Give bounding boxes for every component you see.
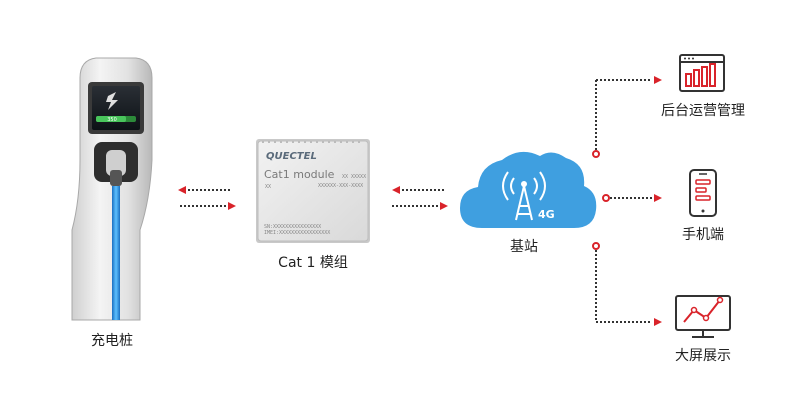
network-type: 4G [538, 208, 555, 221]
module-serial: SN:XXXXXXXXXXXXXXXX [264, 224, 321, 230]
mobile-phone-icon [689, 169, 717, 217]
connector-nodes [592, 150, 610, 250]
module-imei: IMEI:XXXXXXXXXXXXXXXXX [264, 230, 330, 236]
bar-chart-window-icon [679, 54, 725, 92]
station-label: 基站 [510, 239, 538, 255]
arrow-module-to-station [392, 202, 448, 210]
module-label: Cat 1 模组 [278, 255, 348, 271]
lightning-icon [106, 92, 118, 110]
charging-pile-icon [71, 57, 153, 321]
charging-cable [112, 186, 120, 320]
module-brand: QUECTEL [266, 151, 317, 162]
module-title: Cat1 module [264, 168, 335, 181]
charger-screen [92, 86, 140, 130]
arrow-charger-to-module [180, 202, 236, 210]
charger-screen-value: 350 [107, 117, 117, 123]
arrow-station-to-module [392, 186, 446, 194]
module-code-left: XX [265, 184, 271, 190]
arrow-module-to-charger [178, 186, 232, 194]
backend-label: 后台运营管理 [661, 103, 745, 119]
branch-connectors [595, 79, 652, 323]
module-code-right: XX XXXXX [342, 174, 366, 180]
connector-arrowheads [654, 76, 662, 326]
charger-label: 充电桩 [91, 333, 133, 349]
mobile-label: 手机端 [682, 227, 724, 243]
module-code-mid: XXXXXX-XXX-XXXX [318, 183, 363, 189]
monitor-chart-icon [675, 295, 731, 338]
charge-level-bar [96, 116, 126, 122]
bigscreen-label: 大屏展示 [675, 348, 731, 364]
base-station-cloud-icon [460, 151, 597, 228]
cat1-module-chip [256, 139, 370, 243]
signal-tower-icon [502, 171, 546, 221]
